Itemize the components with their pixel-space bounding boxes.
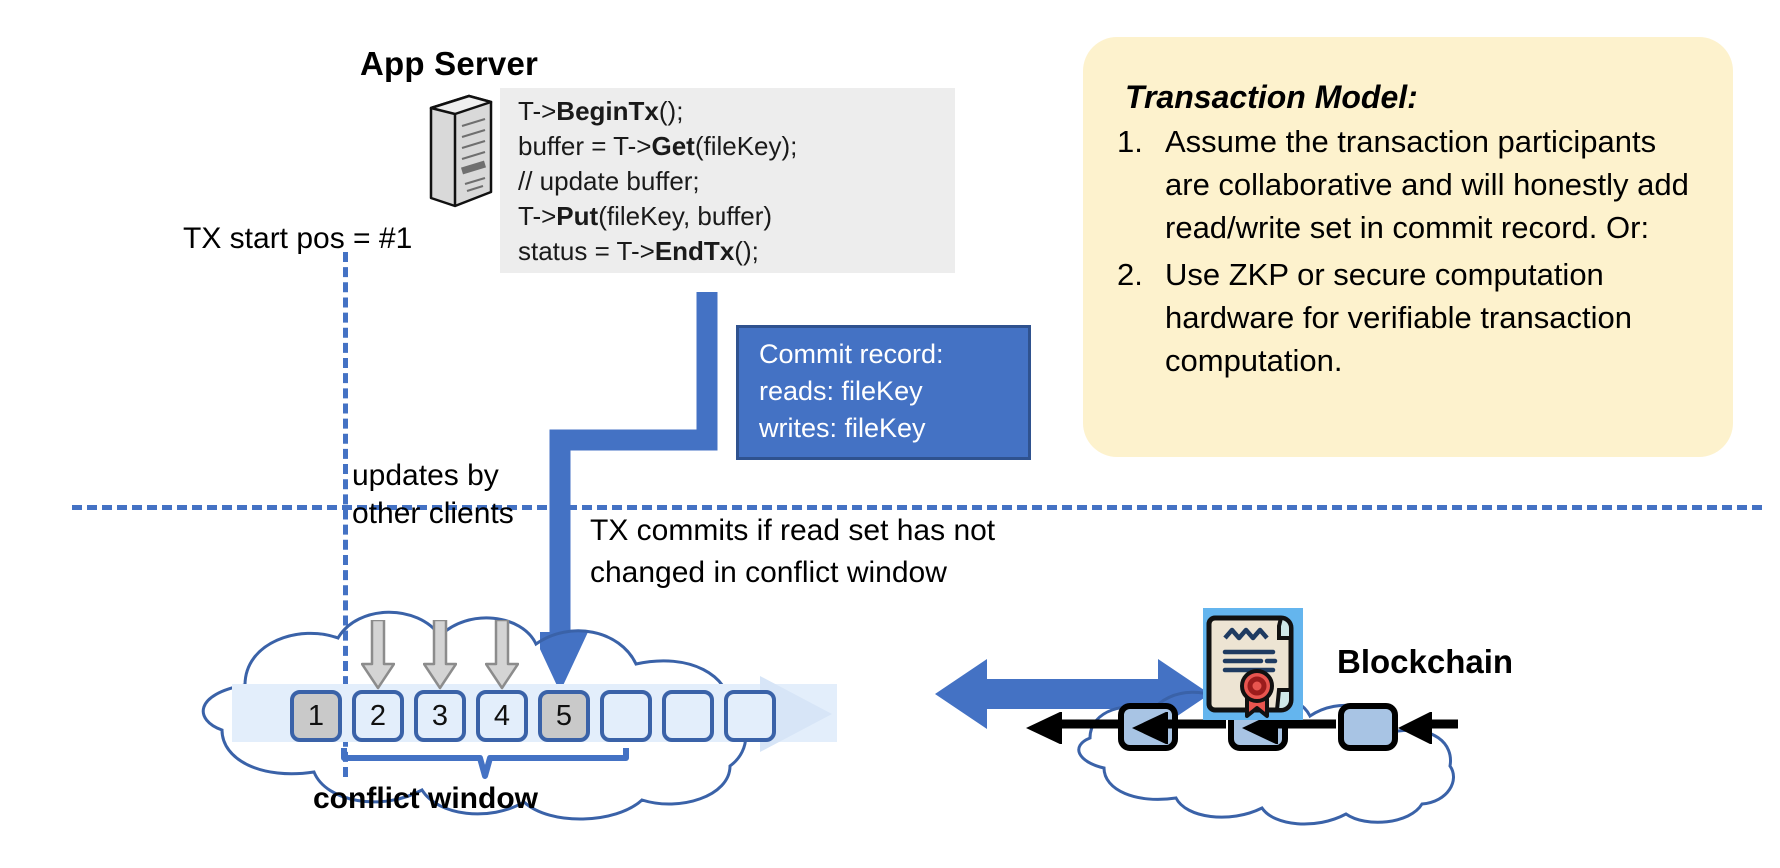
list-item-number: 1.	[1117, 124, 1143, 159]
update-arrow-icon	[422, 618, 458, 690]
conflict-window-brace-icon	[340, 748, 630, 782]
code-line: buffer = T->Get(fileKey);	[518, 131, 798, 161]
code-line: T->Put(fileKey, buffer)	[518, 201, 773, 231]
log-block[interactable]: 5	[538, 690, 590, 742]
list-item: 2. Use ZKP or secure computation hardwar…	[1117, 253, 1703, 382]
server-tower-icon	[425, 92, 497, 210]
transaction-model-title: Transaction Model:	[1125, 79, 1418, 115]
code-line: T->BeginTx();	[518, 96, 684, 126]
tx-commits-condition-label: TX commits if read set has not changed i…	[590, 514, 996, 589]
log-growth-wedge-icon	[760, 662, 840, 766]
commit-record-line: writes: fileKey	[759, 413, 926, 443]
log-block[interactable]: 2	[352, 690, 404, 742]
code-line: status = T->EndTx();	[518, 236, 759, 266]
log-block[interactable]: 3	[414, 690, 466, 742]
log-block[interactable]	[600, 690, 652, 742]
commit-record-line: Commit record:	[759, 339, 944, 369]
signed-contract-icon	[1203, 608, 1303, 720]
list-item: 1. Assume the transaction participants a…	[1117, 120, 1703, 249]
commit-flow-arrow-icon	[532, 260, 790, 710]
updates-by-other-clients-label: updates by other clients	[352, 459, 514, 530]
log-block[interactable]	[662, 690, 714, 742]
commit-record-line: reads: fileKey	[759, 376, 923, 406]
list-item-text: Use ZKP or secure computation hardware f…	[1165, 257, 1632, 378]
update-arrow-icon	[484, 618, 520, 690]
blockchain-link-arrow-icon	[1024, 711, 1122, 745]
tx-start-dashed-line	[343, 252, 348, 777]
transaction-model-list: 1. Assume the transaction participants a…	[1117, 120, 1703, 382]
blockchain-link-arrow-icon	[1130, 711, 1228, 745]
list-item-number: 2.	[1117, 257, 1143, 292]
tx-start-position-label: TX start pos = #1	[183, 222, 413, 255]
blockchain-label: Blockchain	[1337, 643, 1514, 680]
list-item-text: Assume the transaction participants are …	[1165, 124, 1689, 245]
code-line: // update buffer;	[518, 166, 700, 196]
commit-record-box: Commit record: reads: fileKey writes: fi…	[736, 325, 1031, 460]
blockchain-block[interactable]	[1338, 703, 1398, 751]
app-server-title: App Server	[360, 45, 539, 82]
layer-divider-dashed-line	[72, 505, 1762, 510]
blockchain-link-arrow-icon	[1398, 711, 1458, 745]
app-server-code-panel: T->BeginTx(); buffer = T->Get(fileKey); …	[500, 88, 955, 273]
conflict-window-label: conflict window	[313, 782, 538, 815]
update-arrow-icon	[360, 618, 396, 690]
bidirectional-arrow-icon	[935, 655, 1210, 733]
log-block[interactable]: 4	[476, 690, 528, 742]
log-block[interactable]	[724, 690, 776, 742]
log-block[interactable]: 1	[290, 690, 342, 742]
transaction-model-callout: Transaction Model: 1. Assume the transac…	[1083, 37, 1733, 457]
